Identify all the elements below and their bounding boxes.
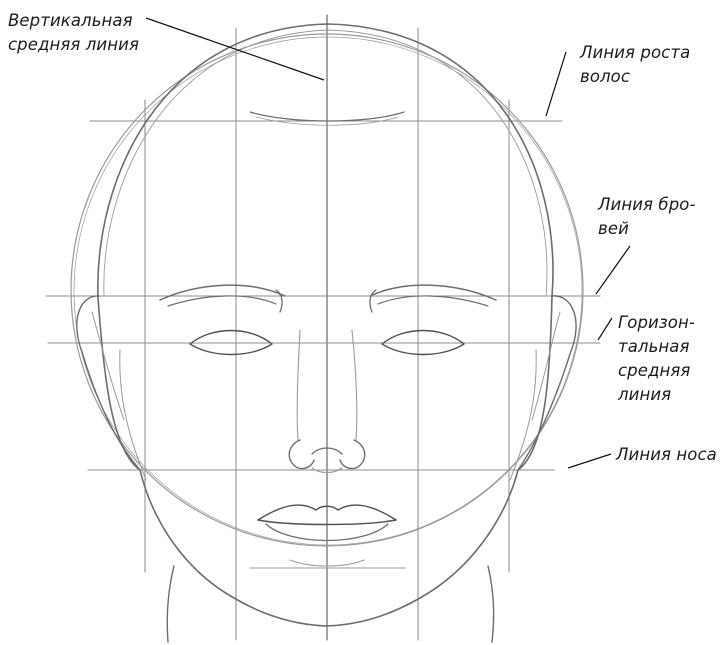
annotation-labels: Вертикальная средняя линия Линия роста в… [8,11,717,464]
nose-line-leader [568,454,611,468]
neck-left [167,566,174,642]
vertical-midline-label: Вертикальная средняя линия [8,11,139,54]
right-cheek-contour [510,350,536,480]
brow-line-label-line-2: вей [598,219,629,238]
horizontal-midline-label-line-1: Горизон- [618,313,695,332]
nose-bridge-left [297,330,300,440]
brow-line-label-line-1: Линия бро- [597,195,696,214]
left-ear-inner [92,312,124,420]
head-outline-retrace [104,30,547,296]
brow-line-label: Линия бро- вей [597,195,701,238]
hairline-label-line-1: Линия роста [579,43,690,62]
left-eyebrow [160,285,285,300]
vertical-midline-leader [146,18,324,80]
neck-right [488,566,494,642]
right-eyebrow [370,285,496,300]
left-nostril-wing [289,440,314,469]
brow-line-leader [596,246,630,294]
vertical-midline-label-line-1: Вертикальная [8,11,133,30]
facial-features [160,285,496,566]
vertical-midline-label-line-2: средняя линия [8,35,139,54]
left-eyebrow-lower [168,296,276,306]
horizontal-midline-label-line-2: тальная [618,337,690,356]
horizontal-midline-label: Горизон- тальная средняя линия [617,313,700,404]
left-ear [77,296,140,470]
hairline-leader [546,52,566,116]
head-outline [98,24,553,626]
hairline-label: Линия роста волос [579,43,696,86]
right-nostril-wing [340,440,365,469]
right-eyebrow-lower [378,296,488,306]
nose-bridge-right [352,330,357,440]
horizontal-midline-leader [598,318,612,340]
horizontal-midline-label-line-3: средняя [618,361,690,380]
nose-line-label-line-1: Линия носа [615,445,717,464]
hairline-label-line-2: волос [580,67,630,86]
horizontal-midline-label-line-4: линия [617,385,671,404]
nose-line-label: Линия носа [615,445,717,464]
